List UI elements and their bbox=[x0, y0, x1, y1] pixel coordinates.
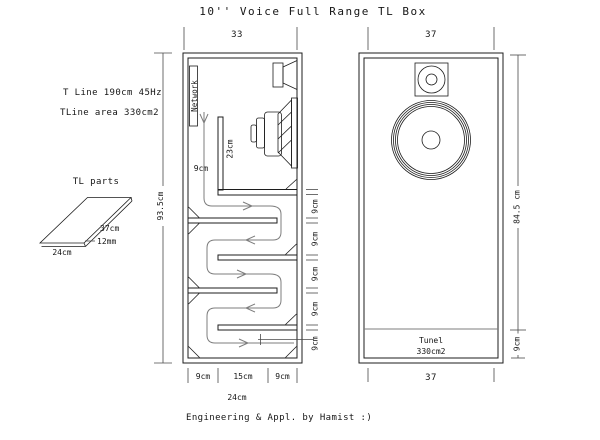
divider-2 bbox=[217, 254, 298, 261]
network-board bbox=[189, 65, 198, 127]
front-height-label: 84.5 cm bbox=[513, 190, 522, 224]
tl-parts-heading: TL parts bbox=[73, 177, 120, 187]
channel-width-label: 9cm bbox=[311, 232, 320, 247]
section-dimensions: 33 93.5cm 9cm 9cm 9cm 9cm 9cm bbox=[154, 27, 320, 402]
tweeter-side-icon bbox=[272, 59, 298, 91]
divider-1 bbox=[187, 217, 278, 224]
section-view: Network bbox=[182, 52, 303, 364]
divider-length-label: 23cm bbox=[226, 139, 235, 158]
cabinet-outer-wall bbox=[358, 52, 504, 364]
bottom-total-label: 24cm bbox=[227, 393, 246, 402]
woofer-side-icon bbox=[250, 97, 298, 169]
front-bottom-width-label: 37 bbox=[425, 373, 437, 383]
front-dimensions: 37 84.5 cm 9cm 37 bbox=[367, 27, 526, 383]
cabinet-inner-wall bbox=[363, 57, 499, 359]
airflow-path bbox=[203, 112, 294, 344]
magnet bbox=[256, 117, 265, 149]
footer-credit: Engineering & Appl. by Hamist :) bbox=[186, 413, 372, 423]
board-face bbox=[39, 197, 132, 244]
network-label: Network bbox=[190, 80, 199, 112]
woofer-front-icon bbox=[391, 100, 471, 180]
front-view: Tunel 330cm2 bbox=[358, 52, 504, 364]
port-height-label: 9cm bbox=[513, 337, 522, 352]
channel-width-label: 9cm bbox=[311, 267, 320, 282]
page-title: 10'' Voice Full Range TL Box bbox=[199, 5, 426, 18]
front-top-width-label: 37 bbox=[425, 30, 437, 40]
section-bottom-ticks bbox=[187, 368, 298, 383]
channel-ticks bbox=[306, 189, 318, 331]
bottom-dim-label: 9cm bbox=[275, 372, 290, 381]
tweeter-front-icon bbox=[414, 62, 449, 97]
note-tline-length: T Line 190cm 45Hz bbox=[63, 88, 162, 98]
magnet bbox=[250, 124, 257, 143]
tunnel-label: Tunel bbox=[419, 336, 443, 345]
cabinet-inner-wall bbox=[187, 57, 298, 359]
first-channel-width-label: 9cm bbox=[194, 164, 209, 173]
section-top-width-label: 33 bbox=[231, 30, 243, 40]
channel-width-label: 9cm bbox=[311, 302, 320, 317]
board-thickness-label: 12mm bbox=[97, 237, 116, 246]
note-tline-area: TLine area 330cm2 bbox=[60, 108, 159, 118]
section-height-label: 93.5cm bbox=[156, 191, 165, 220]
tl-parts-sketch: TL parts 37cm 24cm 12mm bbox=[39, 177, 133, 257]
channel-width-label: 9cm bbox=[311, 336, 320, 351]
bottom-dim-label: 15cm bbox=[233, 372, 252, 381]
bottom-dim-label: 9cm bbox=[196, 372, 211, 381]
board-thickness-edge bbox=[83, 242, 86, 247]
magnet bbox=[264, 111, 282, 157]
divider-3 bbox=[187, 287, 278, 294]
board-thickness-edge bbox=[130, 197, 133, 202]
divider-top bbox=[217, 189, 298, 196]
board-width-label: 24cm bbox=[52, 248, 71, 257]
cabinet-outer-wall bbox=[182, 52, 303, 364]
tunnel-area-label: 330cm2 bbox=[417, 347, 446, 356]
corner-deflectors bbox=[188, 179, 297, 358]
airflow-arrows bbox=[199, 113, 256, 348]
notes: T Line 190cm 45Hz TLine area 330cm2 bbox=[60, 88, 162, 118]
board-depth-label: 37cm bbox=[100, 224, 119, 233]
board-thickness-edge bbox=[85, 200, 133, 247]
channel-width-label: 9cm bbox=[311, 199, 320, 214]
divider-4 bbox=[217, 324, 298, 331]
vertical-divider bbox=[217, 116, 224, 191]
